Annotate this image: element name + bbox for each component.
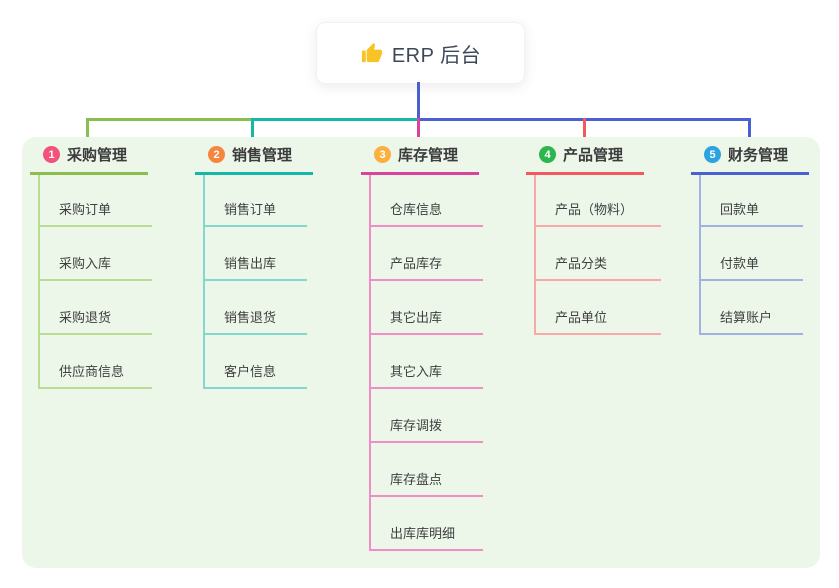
connector-drop-branch1: [86, 118, 89, 144]
badge-number-3: 3: [374, 146, 391, 163]
branch-node-product[interactable]: 4 产品管理: [526, 137, 644, 175]
tree-item[interactable]: 库存调拨: [371, 389, 484, 443]
branch-items-inventory: 仓库信息产品库存其它出库其它入库库存调拨库存盘点出库库明细: [369, 175, 484, 551]
branch-sales: 2 销售管理 销售订单销售出库销售退货客户信息: [195, 137, 345, 389]
tree-item[interactable]: 客户信息: [205, 335, 307, 389]
tree-item[interactable]: 采购退货: [40, 281, 153, 335]
tree-item[interactable]: 供应商信息: [40, 335, 153, 389]
tree-item[interactable]: 销售订单: [205, 175, 307, 227]
branch-node-purchase[interactable]: 1 采购管理: [30, 137, 148, 175]
branch-purchase: 1 采购管理 采购订单采购入库采购退货供应商信息: [30, 137, 180, 389]
tree-item[interactable]: 产品单位: [536, 281, 662, 335]
thumbs-up-icon: [361, 42, 382, 62]
tree-item[interactable]: 其它入库: [371, 335, 484, 389]
root-node-label: ERP 后台: [391, 44, 482, 67]
tree-item[interactable]: 销售出库: [205, 227, 307, 281]
badge-number-5: 5: [704, 146, 721, 163]
branch-product: 4 产品管理 产品（物料）产品分类产品单位: [526, 137, 676, 335]
branch-node-sales[interactable]: 2 销售管理: [195, 137, 313, 175]
branch-items-finance: 回款单付款单结算账户: [699, 175, 803, 335]
tree-item[interactable]: 采购订单: [40, 175, 153, 227]
branch-node-finance[interactable]: 5 财务管理: [691, 137, 809, 175]
connector-drop-branch4: [583, 118, 586, 144]
branch-items-product: 产品（物料）产品分类产品单位: [534, 175, 662, 335]
tree-item[interactable]: 回款单: [701, 175, 803, 227]
connector-drop-branch3: [417, 118, 420, 144]
tree-item[interactable]: 出库库明细: [371, 497, 484, 551]
branch-finance: 5 财务管理 回款单付款单结算账户: [691, 137, 839, 335]
branch-items-sales: 销售订单销售出库销售退货客户信息: [203, 175, 307, 389]
tree-item[interactable]: 其它出库: [371, 281, 484, 335]
tree-item[interactable]: 产品分类: [536, 227, 662, 281]
connector-root-stem: [417, 82, 420, 119]
tree-item[interactable]: 产品（物料）: [536, 175, 662, 227]
tree-item[interactable]: 付款单: [701, 227, 803, 281]
tree-item[interactable]: 产品库存: [371, 227, 484, 281]
branch-title-label: 库存管理: [398, 147, 459, 164]
tree-item[interactable]: 销售退货: [205, 281, 307, 335]
branch-items-purchase: 采购订单采购入库采购退货供应商信息: [38, 175, 153, 389]
tree-item[interactable]: 采购入库: [40, 227, 153, 281]
connector-horizontal-teal: [251, 118, 418, 121]
branch-title-label: 产品管理: [563, 147, 624, 164]
branch-inventory: 3 库存管理 仓库信息产品库存其它出库其它入库库存调拨库存盘点出库库明细: [361, 137, 511, 551]
connector-horizontal-green: [86, 118, 254, 121]
branch-title-label: 采购管理: [67, 147, 128, 164]
branch-title-label: 销售管理: [232, 147, 293, 164]
tree-item[interactable]: 库存盘点: [371, 443, 484, 497]
tree-item[interactable]: 结算账户: [701, 281, 803, 335]
badge-number-2: 2: [208, 146, 225, 163]
branch-title-label: 财务管理: [728, 147, 789, 164]
branch-node-inventory[interactable]: 3 库存管理: [361, 137, 479, 175]
tree-item[interactable]: 仓库信息: [371, 175, 484, 227]
connector-drop-branch5: [748, 118, 751, 144]
badge-number-1: 1: [43, 146, 60, 163]
connector-drop-branch2: [251, 118, 254, 144]
badge-number-4: 4: [539, 146, 556, 163]
root-node-erp[interactable]: ERP 后台: [316, 22, 525, 84]
